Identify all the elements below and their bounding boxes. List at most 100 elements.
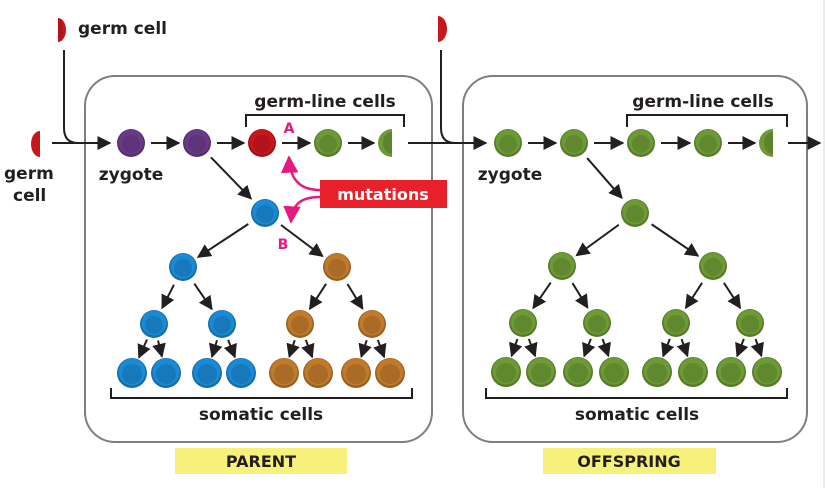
parent-somatic-arrow: [358, 339, 372, 359]
offspring-somatic-cell: [563, 357, 593, 387]
offspring-somatic-arrow: [532, 281, 552, 310]
offspring-somatic-arrow: [723, 282, 742, 310]
germ-cell-top-offspring: [438, 16, 447, 42]
offspring-germline-cell: [759, 129, 773, 157]
offspring-title-bg: [543, 448, 716, 474]
parent-somatic-cell: [286, 310, 314, 338]
parent-somatic-cell: [226, 358, 256, 388]
parent-somatic-arrow: [346, 283, 364, 310]
parent-somatic-cell: [323, 253, 351, 281]
parent-somatic-cell: [375, 358, 405, 388]
offspring-somatic-arrow: [597, 338, 611, 358]
offspring-germline-cell: [627, 129, 655, 157]
offspring-zygote-label: zygote: [478, 165, 542, 185]
parent-somatic-cell: [192, 358, 222, 388]
germ-cell-left: [31, 131, 40, 157]
parent-somatic-cell: [151, 358, 181, 388]
offspring-somatic-cell: [642, 357, 672, 387]
offspring-somatic-label: somatic cells: [575, 405, 699, 425]
offspring-somatic-arrow: [684, 282, 703, 310]
mutation-arrow-a: [280, 155, 321, 192]
parent-box: [84, 75, 433, 443]
parent-zygote-label: zygote: [99, 165, 163, 185]
parent-somatic-arrow: [308, 283, 327, 311]
offspring-somatic-cell: [716, 357, 746, 387]
offspring-germline-cell: [694, 129, 722, 157]
parent-somatic-cell: [303, 358, 333, 388]
offspring-somatic-arrow: [750, 338, 764, 358]
offspring-somatic-arrow: [676, 338, 690, 358]
offspring-title: OFFSPRING: [577, 452, 681, 471]
parent-somatic-cell: [341, 358, 371, 388]
mutation-arrow-b: [283, 195, 321, 224]
parent-somatic-arrow: [161, 284, 175, 310]
offspring-somatic-arrow: [524, 338, 538, 358]
offspring-branch-arrow: [586, 157, 623, 199]
offspring-somatic-root-cell: [621, 199, 649, 227]
parent-germline-label: germ-line cells: [254, 92, 395, 112]
offspring-box: [462, 75, 808, 443]
offspring-somatic-cell: [548, 252, 576, 280]
germ-cell-top-parent: [58, 18, 66, 42]
offspring-germline-label: germ-line cells: [632, 92, 773, 112]
mutation-a-label: A: [284, 121, 295, 137]
parent-branch-arrow: [210, 156, 253, 200]
offspring-somatic-cell: [509, 309, 537, 337]
parent-title: PARENT: [226, 452, 296, 471]
parent-somatic-cell: [117, 358, 147, 388]
parent-zygote-cell: [117, 129, 145, 157]
germ-cell-left-label-1: germ: [4, 164, 54, 184]
parent-somatic-root-cell: [251, 199, 279, 227]
parent-somatic-arrow: [301, 339, 315, 359]
offspring-somatic-arrow: [661, 338, 675, 358]
offspring-somatic-cell: [491, 357, 521, 387]
arrows-layer: [137, 136, 764, 359]
offspring-somatic-arrow: [571, 282, 589, 309]
parent-somatic-arrow: [196, 223, 249, 258]
parent-somatic-arrow: [286, 339, 300, 359]
parent-title-bg: [175, 448, 347, 474]
parent-germline-cell: [183, 129, 211, 157]
germ-cell-left-label-2: cell: [13, 186, 46, 206]
parent-somatic-cell: [208, 310, 236, 338]
offspring-zygote-cell: [494, 129, 522, 157]
parent-germline-cell: [314, 129, 342, 157]
offspring-somatic-arrow: [735, 338, 749, 358]
parent-somatic-arrow: [373, 339, 387, 359]
offspring-somatic-cell: [662, 309, 690, 337]
parent-somatic-arrow: [208, 339, 223, 359]
offspring-somatic-arrow: [509, 338, 523, 358]
parent-somatic-cell: [269, 358, 299, 388]
germ-cell-top-label: germ cell: [78, 19, 167, 39]
offspring-somatic-cell: [752, 357, 782, 387]
offspring-somatic-arrow: [582, 338, 596, 358]
offspring-somatic-cell: [678, 357, 708, 387]
offspring-somatic-cell: [599, 357, 629, 387]
parent-somatic-arrow: [280, 224, 324, 258]
parent-somatic-bracket: [110, 388, 413, 399]
offspring-somatic-arrow: [575, 223, 620, 257]
offspring-somatic-cell: [736, 309, 764, 337]
parent-somatic-arrow: [137, 339, 151, 359]
offspring-somatic-cell: [583, 309, 611, 337]
parent-somatic-label: somatic cells: [199, 405, 323, 425]
offspring-germline-cell: [560, 129, 588, 157]
parent-somatic-arrow: [193, 282, 213, 311]
offspring-germline-bracket: [626, 114, 788, 127]
offspring-somatic-cell: [699, 252, 727, 280]
parent-somatic-cell: [140, 310, 168, 338]
offspring-somatic-cell: [526, 357, 556, 387]
mutations-label: mutations: [337, 185, 429, 204]
parent-somatic-cell: [358, 310, 386, 338]
offspring-somatic-bracket: [485, 388, 788, 399]
mutations-box: [320, 180, 447, 208]
parent-somatic-cell: [169, 253, 197, 281]
parent-somatic-arrow: [223, 339, 237, 359]
parent-germline-cell: [248, 129, 276, 157]
mutation-b-label: B: [278, 237, 289, 253]
parent-somatic-arrow: [152, 340, 166, 358]
offspring-somatic-arrow: [650, 223, 700, 257]
parent-germline-cell: [378, 129, 392, 157]
parent-germline-bracket: [245, 114, 405, 127]
